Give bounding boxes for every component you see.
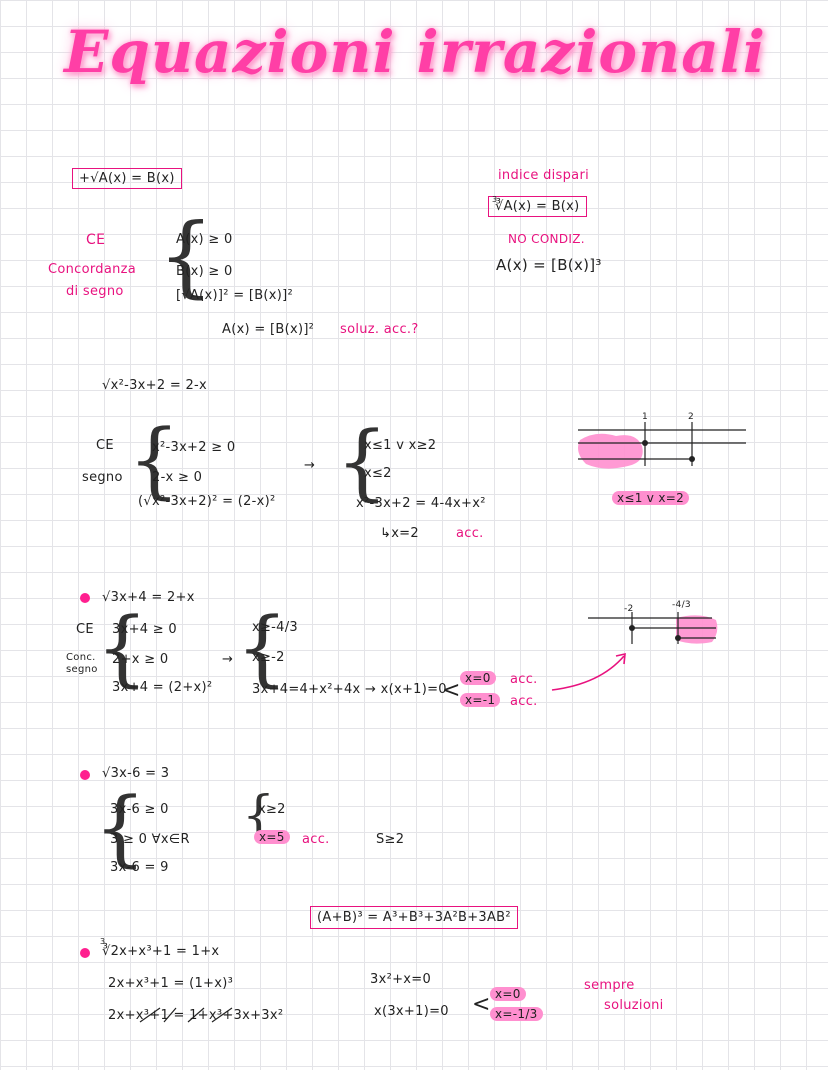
example-3-s-note: S≥2 — [376, 832, 405, 847]
example-2-shaded-region — [676, 615, 718, 644]
example-2-acc-2: acc. — [510, 694, 538, 709]
odd-index-equation-box: ∛A(x) = B(x) — [488, 196, 587, 217]
example-2-cond-3: 3x+4 = (2+x)² — [112, 680, 213, 695]
example-4-result-1: 3x²+x=0 — [370, 972, 432, 987]
general-result-note: soluz. acc.? — [340, 322, 419, 337]
example-2-conc-label: Conc. — [66, 652, 96, 663]
example-1-cond-3: (√x²-3x+2)² = (2-x)² — [138, 494, 276, 509]
example-3-cond-3: 3x-6 = 9 — [110, 860, 169, 875]
odd-index-label: indice dispari — [498, 168, 590, 183]
example-1-equation: √x²-3x+2 = 2-x — [102, 378, 208, 393]
example-2-segno-label: segno — [66, 664, 98, 675]
example-1-result-3: x²-3x+2 = 4-4x+x² — [356, 496, 486, 511]
example-2-cond-2: 2+x ≥ 0 — [112, 652, 169, 667]
example-2-acc-1: acc. — [510, 672, 538, 687]
example-1-dot-2 — [689, 456, 695, 462]
example-1-axis-label-2: 2 — [688, 412, 695, 422]
example-1-result-brace: { — [336, 415, 389, 510]
example-2-result-3: 3x+4=4+x²+4x → x(x+1)=0 — [252, 682, 447, 697]
condition-2: B(x) ≥ 0 — [176, 264, 233, 279]
example-1-acc: acc. — [456, 526, 484, 541]
example-1-result-1: x≤1 v x≥2 — [364, 438, 437, 453]
example-1-axis-label-1: 1 — [642, 412, 649, 422]
cube-formula-box: (A+B)³ = A³+B³+3A²B+3AB² — [310, 906, 518, 929]
concordanza-label: Concordanza — [48, 262, 137, 277]
example-2-result-2: x≥-2 — [252, 650, 285, 665]
example-3-result-2: x=5 — [254, 830, 290, 844]
curved-arrow-head — [615, 652, 626, 665]
strike-1 — [139, 1007, 161, 1023]
example-4-bullet — [80, 948, 90, 958]
example-1-dot-1 — [642, 440, 648, 446]
example-2-ce-label: CE — [76, 622, 94, 637]
example-1-cond-2: 2-x ≥ 0 — [152, 470, 203, 485]
example-1-result-2: x≤2 — [364, 466, 392, 481]
example-2-sol-1: x=0 — [460, 671, 496, 685]
example-4-sol-2: x=-1/3 — [490, 1007, 543, 1021]
example-2-result-1: x≥-4/3 — [252, 620, 298, 635]
strike-2 — [163, 1007, 177, 1023]
strike-3 — [187, 1007, 205, 1023]
example-4-root-index: 3 — [100, 937, 105, 946]
example-2-equation: √3x+4 = 2+x — [102, 590, 195, 605]
example-3-cond-2: 3 ≥ 0 ∀x∈R — [110, 832, 190, 847]
example-3-acc: acc. — [302, 832, 330, 847]
example-1-arrow: → — [304, 458, 316, 473]
example-1-ce-label: CE — [96, 438, 114, 453]
example-3-result-1: x≥2 — [258, 802, 286, 817]
odd-index-result: A(x) = [B(x)]³ — [496, 256, 602, 274]
general-result: A(x) = [B(x)]² — [222, 322, 315, 337]
condition-1: A(x) ≥ 0 — [176, 232, 233, 247]
example-2-axis-label-1: -2 — [624, 604, 634, 614]
ce-label: CE — [86, 232, 106, 248]
di-segno-label: di segno — [66, 284, 124, 299]
example-1-segno-label: segno — [82, 470, 123, 485]
example-4-result-2: x(3x+1)=0 — [374, 1004, 449, 1019]
example-3-brace: { — [94, 781, 147, 876]
example-4-branch: < — [472, 992, 491, 1017]
page-title: Equazioni irrazionali — [64, 18, 766, 86]
no-condition-label: NO CONDIZ. — [508, 232, 585, 246]
example-3-cond-1: 3x-6 ≥ 0 — [110, 802, 169, 817]
example-2-dot-2 — [675, 635, 681, 641]
example-2-cond-1: 3x+4 ≥ 0 — [112, 622, 177, 637]
example-2-dot-1 — [629, 625, 635, 631]
example-1-solution: x≤1 v x=2 — [612, 491, 690, 505]
example-4-line-1: 2x+x³+1 = (1+x)³ — [108, 976, 234, 991]
example-3-equation: √3x-6 = 3 — [102, 766, 170, 781]
example-4-note-1: sempre — [584, 978, 635, 993]
system-brace: { — [158, 204, 214, 307]
example-4-note-2: soluzioni — [604, 998, 664, 1013]
example-2-branch: < — [442, 678, 461, 703]
example-3-bullet — [80, 770, 90, 780]
main-equation-box: +√A(x) = B(x) — [72, 168, 182, 189]
example-4-sol-1: x=0 — [490, 987, 526, 1001]
example-1-result-4: ↳x=2 — [380, 526, 419, 541]
example-4-equation: ∛2x+x³+1 = 1+x — [102, 944, 220, 959]
curved-arrow — [551, 655, 625, 691]
example-2-bullet — [80, 593, 90, 603]
example-2-arrow: → — [222, 652, 234, 667]
example-1-cond-1: x²-3x+2 ≥ 0 — [152, 440, 236, 455]
condition-3: [√A(x)]² = [B(x)]² — [176, 288, 294, 303]
example-2-sol-2: x=-1 — [460, 693, 501, 707]
strike-4 — [211, 1007, 233, 1023]
odd-index-root-index: 3 — [492, 195, 497, 204]
example-1-brace: { — [128, 413, 181, 508]
example-2-result-brace: { — [236, 601, 289, 696]
example-2-brace: { — [96, 601, 149, 696]
example-2-axis-label-2: -4/3 — [672, 600, 691, 610]
example-1-shaded-region — [578, 433, 643, 469]
